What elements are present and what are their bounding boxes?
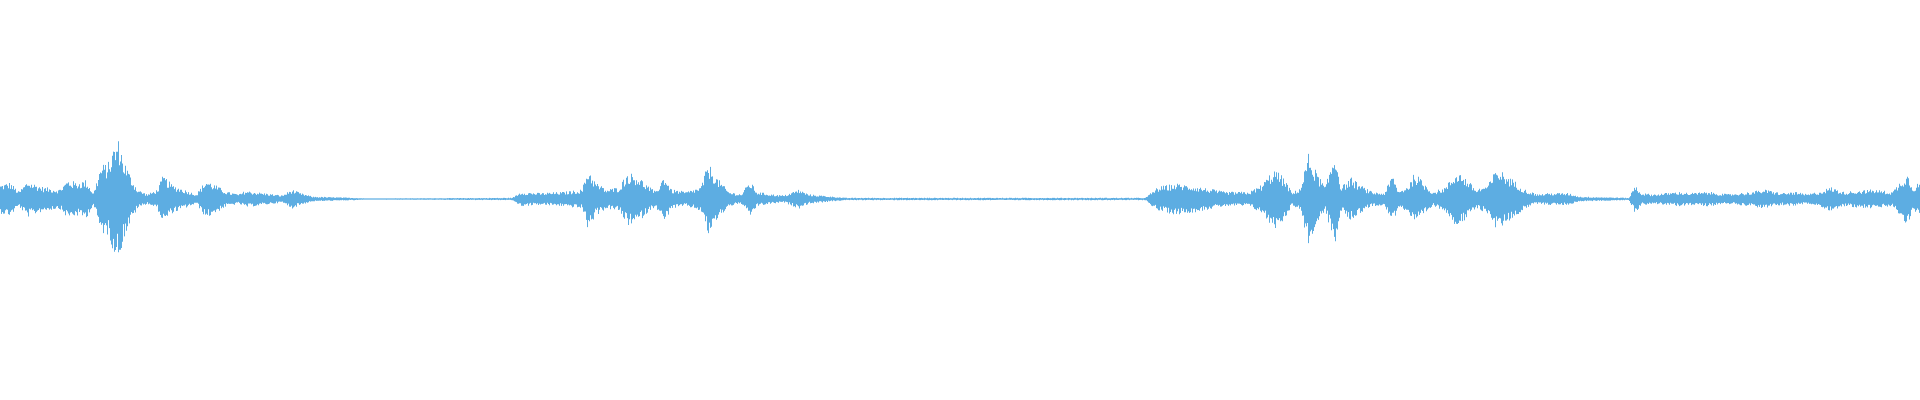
waveform-path (0, 141, 1920, 253)
